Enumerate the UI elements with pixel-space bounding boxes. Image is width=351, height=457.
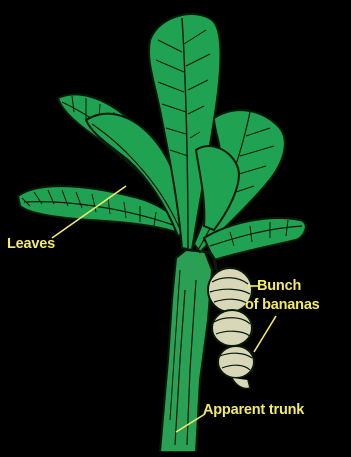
label-apparent-trunk: Apparent trunk: [203, 402, 304, 418]
label-leaves: Leaves: [7, 236, 55, 252]
label-bunch-line2: of bananas: [245, 297, 320, 313]
label-bunch-line1: Bunch: [257, 278, 301, 294]
